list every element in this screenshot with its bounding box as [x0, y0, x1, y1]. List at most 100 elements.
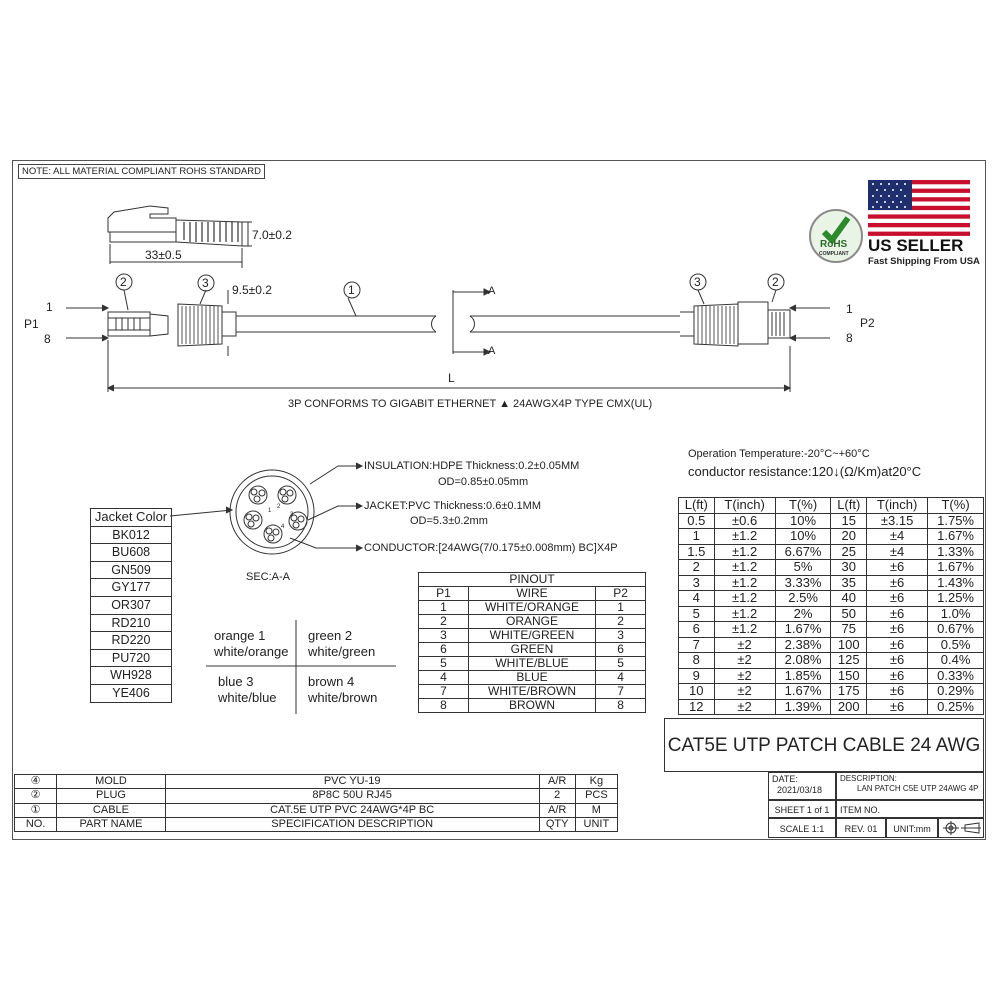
bom-cell: CABLE [56, 802, 166, 818]
tolerance-cell: ±6 [866, 621, 929, 638]
fast-shipping-text: Fast Shipping From USA [868, 256, 980, 267]
tolerance-cell: 1.25% [927, 590, 984, 607]
bom-cell: PCS [574, 788, 619, 804]
pinout-cell: 6 [418, 642, 469, 657]
bom-cell: SPECIFICATION DESCRIPTION [164, 816, 540, 833]
pinout-cell: 1 [595, 600, 646, 615]
pinout-cell: BLUE [467, 670, 597, 685]
length-dim: L [448, 371, 455, 385]
tolerance-cell: 10% [774, 528, 832, 545]
pair2-stripe: white/green [308, 644, 376, 659]
callout-plug-left: 2 [120, 275, 127, 289]
tolerance-cell: 10 [678, 683, 715, 700]
tolerance-cell: 1.67% [927, 559, 984, 576]
tolerance-cell: 1 [678, 528, 715, 545]
tolerance-cell: 2.5% [774, 590, 832, 607]
tolerance-cell: 20 [830, 528, 868, 545]
tolerance-cell: ±0.6 [713, 512, 776, 529]
jacket-od: OD=5.3±0.2mm [410, 515, 488, 527]
pinout-title: PINOUT [418, 572, 646, 587]
p1-pin8: 8 [44, 332, 51, 346]
tolerance-cell: ±2 [713, 636, 776, 653]
tolerance-cell: ±1.2 [713, 559, 776, 576]
tolerance-cell: ±1.2 [713, 543, 776, 560]
section-label: SEC:A-A [246, 571, 291, 583]
bom-cell: CAT.5E UTP PVC 24AWG*4P BC [164, 802, 540, 818]
pinout-cell: 7 [418, 684, 469, 699]
bom-cell: PVC YU-19 [164, 773, 540, 790]
bom-cell: A/R [538, 773, 576, 790]
tolerance-cell: 1.67% [774, 621, 832, 638]
tolerance-cell: 3.33% [774, 574, 832, 591]
tolerance-cell: 200 [830, 698, 868, 715]
bom-cell: NO. [13, 816, 58, 833]
jacket-color-item: RD210 [91, 613, 171, 632]
p2-pin8: 8 [846, 331, 853, 345]
jacket-color-item: RD220 [91, 631, 171, 649]
tolerance-cell: ±6 [866, 574, 929, 591]
length-tolerance-table: L(ft) T(inch) T(%) L(ft) T(inch) T(%) 0.… [678, 497, 984, 715]
tolerance-cell: 1.67% [774, 683, 832, 700]
unit-text: UNIT:mm [893, 824, 931, 834]
pinout-cell: WHITE/BLUE [467, 656, 597, 671]
plug-length-dim: 33±0.5 [145, 248, 182, 262]
pinout-cell: 7 [595, 684, 646, 699]
projection-icon [943, 821, 981, 835]
tolerance-cell: 150 [830, 667, 868, 684]
bom-cell: ① [13, 802, 58, 818]
rohs-note: NOTE: ALL MATERIAL COMPLIANT ROHS STANDA… [18, 164, 265, 179]
tol-header: T(inch) [713, 497, 776, 514]
tolerance-cell: 1.43% [927, 574, 984, 591]
tolerance-cell: 0.29% [927, 683, 984, 700]
pair3-color: blue 3 [218, 674, 254, 689]
tolerance-cell: ±6 [866, 605, 929, 622]
tolerance-cell: 0.67% [927, 621, 984, 638]
pinout-header: P1 [418, 586, 469, 601]
tol-header: T(inch) [866, 497, 929, 514]
pair3-stripe: white/blue [218, 690, 277, 705]
wire-pair-colors: orange 1 white/orange green 2 white/gree… [206, 618, 396, 714]
section-a-top: A [488, 285, 496, 297]
item-cell: ITEM NO. [836, 800, 984, 818]
operation-temp: Operation Temperature:-20°C~+60°C [688, 448, 870, 460]
date-value: 2021/03/18 [777, 785, 823, 795]
callout-plug-right: 2 [772, 275, 779, 289]
tolerance-cell: 1.39% [774, 698, 832, 715]
tolerance-cell: 5 [678, 605, 715, 622]
tolerance-cell: 35 [830, 574, 868, 591]
pinout-cell: 5 [595, 656, 646, 671]
tolerance-cell: 1.33% [927, 543, 984, 560]
pinout-cell: 8 [418, 698, 469, 713]
p2-label: P2 [860, 316, 875, 330]
unit-cell: UNIT:mm [886, 818, 938, 838]
callout-cable: 1 [348, 283, 355, 297]
drawing-title: CAT5E UTP PATCH CABLE 24 AWG [664, 718, 984, 772]
pair-num-2: 2 [277, 504, 281, 510]
tol-header: T(%) [774, 497, 832, 514]
tolerance-cell: 6.67% [774, 543, 832, 560]
pinout-cell: 5 [418, 656, 469, 671]
pinout-cell: 2 [595, 614, 646, 629]
tolerance-cell: ±1.2 [713, 528, 776, 545]
sheet-text: SHEET 1 of 1 [774, 805, 830, 815]
tolerance-cell: ±6 [866, 559, 929, 576]
bom-cell: M [574, 802, 619, 818]
tolerance-cell: ±4 [866, 528, 929, 545]
drawing-title-text: CAT5E UTP PATCH CABLE 24 AWG [667, 735, 981, 756]
tol-header: L(ft) [830, 497, 868, 514]
projection-symbol-cell [938, 818, 984, 838]
